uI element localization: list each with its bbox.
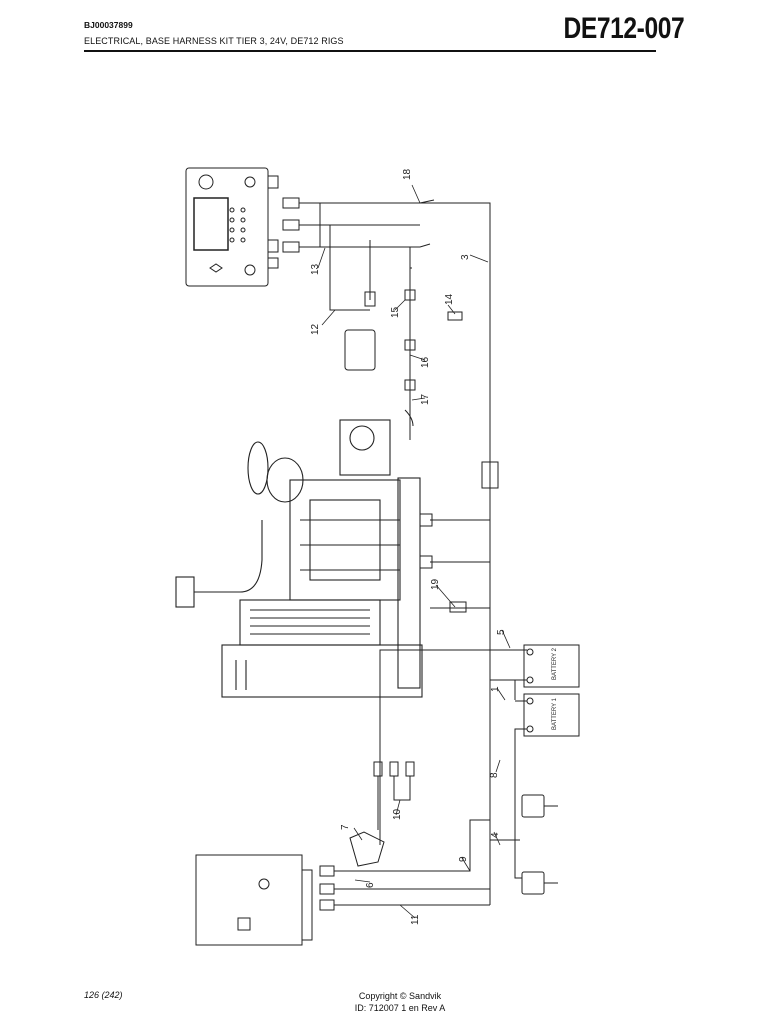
callout-11: 11 (410, 914, 421, 925)
callout-numbers: 18 3 13 14 12 15 16 17 19 5 1 8 7 10 4 9… (310, 168, 507, 925)
callout-10: 10 (392, 808, 403, 820)
callout-8: 8 (489, 772, 500, 778)
starter (319, 649, 490, 911)
callout-3: 3 (460, 254, 471, 260)
batteries (470, 644, 580, 800)
page-code: DE712-007 (563, 12, 684, 45)
callout-13: 13 (310, 263, 321, 275)
document-id: BJ00037899 (84, 20, 133, 30)
callout-leaders (317, 184, 511, 919)
copyright-text: Copyright © Sandvik (358, 991, 442, 1001)
footer-copyright: Copyright © Sandvik ID: 712007 1 en Rev … (300, 990, 500, 1014)
callout-12: 12 (310, 323, 321, 335)
battery-labels: BATTERY 2 BATTERY 1 (552, 647, 558, 730)
callout-19: 19 (430, 578, 441, 590)
page-number: 126 (242) (84, 990, 123, 1000)
callout-14: 14 (444, 293, 455, 305)
control-panel (185, 167, 279, 287)
callout-6: 6 (365, 882, 376, 888)
header-rule (84, 50, 656, 52)
document-reference: ID: 712007 1 en Rev A (354, 1003, 446, 1013)
callout-4: 4 (490, 832, 501, 838)
ground-studs (373, 761, 415, 830)
switches (490, 794, 558, 895)
callout-17: 17 (420, 393, 431, 405)
callout-7: 7 (340, 824, 351, 830)
battery-2-label: BATTERY 2 (552, 647, 558, 680)
engine (175, 419, 423, 698)
callout-9: 9 (458, 856, 469, 862)
control-box (195, 854, 313, 946)
battery-2 (523, 644, 580, 688)
document-title: ELECTRICAL, BASE HARNESS KIT TIER 3, 24V… (84, 36, 344, 46)
callout-16: 16 (420, 356, 431, 368)
callout-1: 1 (490, 686, 501, 692)
main-harness (419, 460, 499, 905)
callout-18: 18 (402, 168, 413, 180)
page-header: BJ00037899 ELECTRICAL, BASE HARNESS KIT … (84, 12, 684, 54)
callout-5: 5 (496, 629, 507, 635)
callout-15: 15 (390, 306, 401, 318)
battery-1-label: BATTERY 1 (552, 697, 558, 730)
sub-harness (344, 289, 463, 427)
battery-1 (523, 693, 580, 737)
